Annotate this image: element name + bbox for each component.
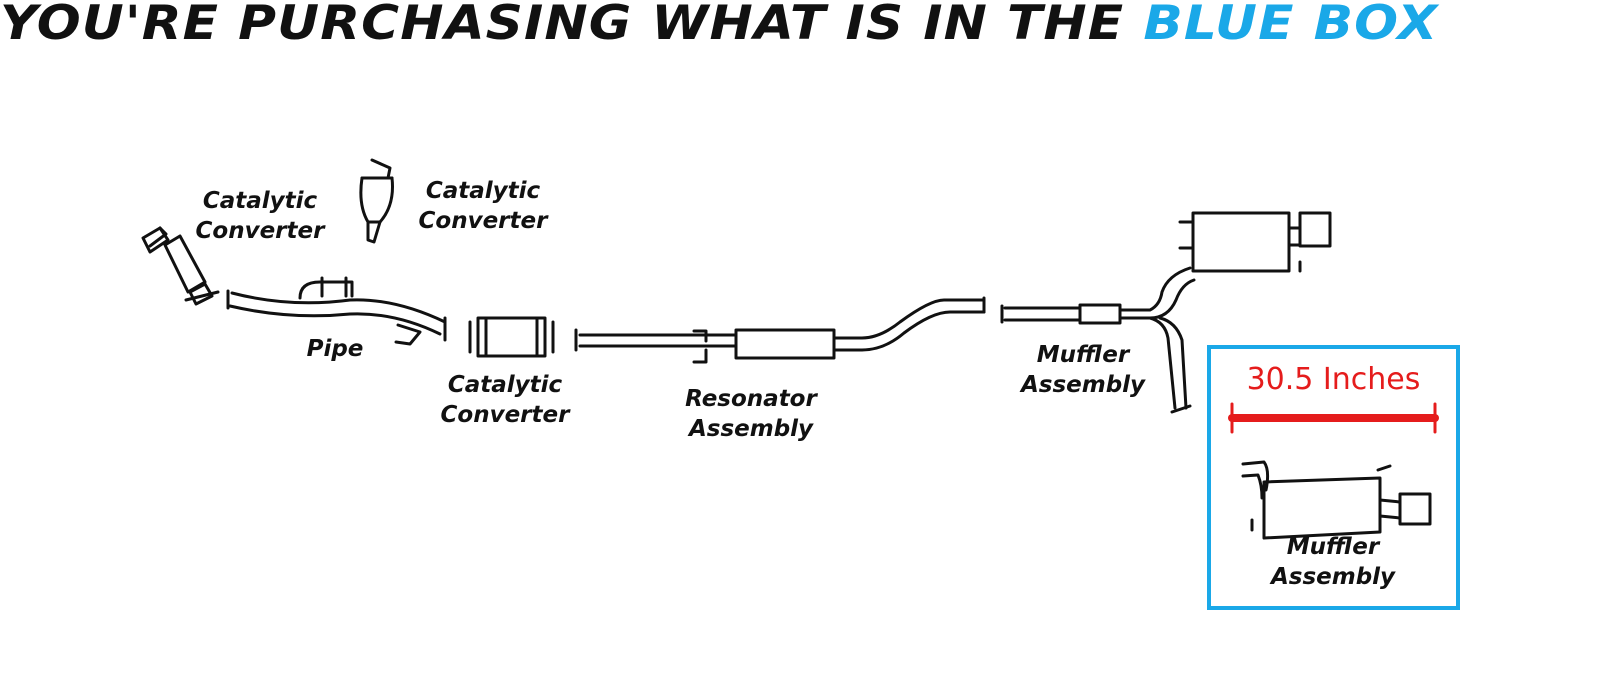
headline: YOU'RE PURCHASING WHAT IS IN THE BLUE BO…: [0, 0, 1600, 56]
dimension-label: 30.5 Inches: [1246, 362, 1421, 397]
muffler-assembly-main-part: [1000, 211, 1332, 414]
muffler-assembly-boxed-part: [1241, 460, 1432, 540]
catalytic-converter-left-part: [141, 226, 220, 306]
headline-main: YOU'RE PURCHASING WHAT IS IN THE: [0, 0, 1144, 51]
purchase-highlight-box: [1207, 345, 1460, 610]
catalytic-converter-middle-part: [468, 316, 555, 358]
label-pipe: Pipe: [306, 336, 364, 362]
headline-accent: BLUE BOX: [1143, 0, 1439, 51]
dimension-line: [1228, 402, 1439, 434]
catalytic-converter-top-part: [359, 158, 394, 244]
resonator-assembly-part: [574, 296, 986, 364]
front-pipe-part: [226, 276, 447, 346]
